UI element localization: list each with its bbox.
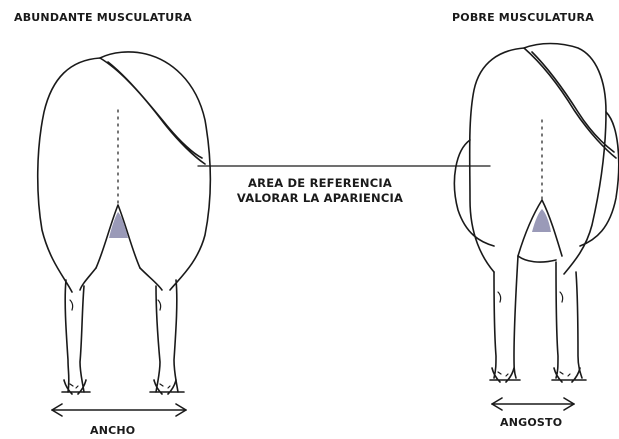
left-tail [100, 58, 205, 164]
ancho-label: ANCHO [90, 425, 135, 436]
reference-line-1: AREA DE REFERENCIA [210, 176, 430, 191]
left-leg-left [65, 280, 84, 392]
right-body-outline [470, 44, 606, 275]
angosto-label: ANGOSTO [500, 417, 562, 428]
left-leg-right [156, 280, 178, 392]
right-leg-left [494, 256, 518, 378]
left-cattle-rear-view [38, 52, 211, 394]
ancho-width-arrow [52, 404, 186, 416]
left-title: ABUNDANTE MUSCULATURA [14, 12, 192, 23]
right-inner-width-curve [518, 256, 556, 262]
angosto-width-arrow [492, 398, 574, 410]
reference-area-label: AREA DE REFERENCIA VALORAR LA APARIENCIA [210, 176, 430, 206]
right-tail [524, 48, 616, 158]
right-leg-right [556, 262, 582, 378]
reference-line-2: VALORAR LA APARIENCIA [210, 191, 430, 206]
right-cattle-rear-view [454, 44, 618, 383]
left-body-outline [38, 52, 211, 292]
right-title: POBRE MUSCULATURA [452, 12, 594, 23]
